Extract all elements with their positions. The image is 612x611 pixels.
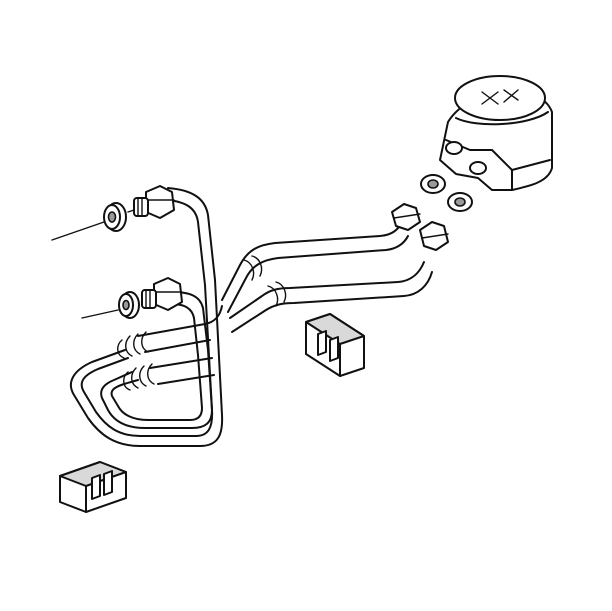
cooler-pipe-outlet xyxy=(100,291,213,429)
leader-line-lower xyxy=(81,309,119,319)
transmission-oil-cooler xyxy=(439,75,553,191)
cooler-fitting-lower xyxy=(419,221,449,251)
fitting-nut-lower xyxy=(141,277,183,311)
pipe-clip-lower-left xyxy=(59,461,127,513)
seal-washer-upper xyxy=(103,202,135,232)
cooler-pipe-inlet xyxy=(69,187,224,447)
leader-line-upper xyxy=(51,221,105,241)
pipe-clip-center xyxy=(305,313,365,377)
cooler-fitting-upper xyxy=(391,203,421,231)
hose-section-left xyxy=(117,305,223,391)
pipe-run-to-cooler xyxy=(221,221,433,333)
fitting-nut-upper xyxy=(133,185,175,219)
cooler-seal-washers xyxy=(420,174,473,212)
seal-washer-lower xyxy=(118,291,140,319)
